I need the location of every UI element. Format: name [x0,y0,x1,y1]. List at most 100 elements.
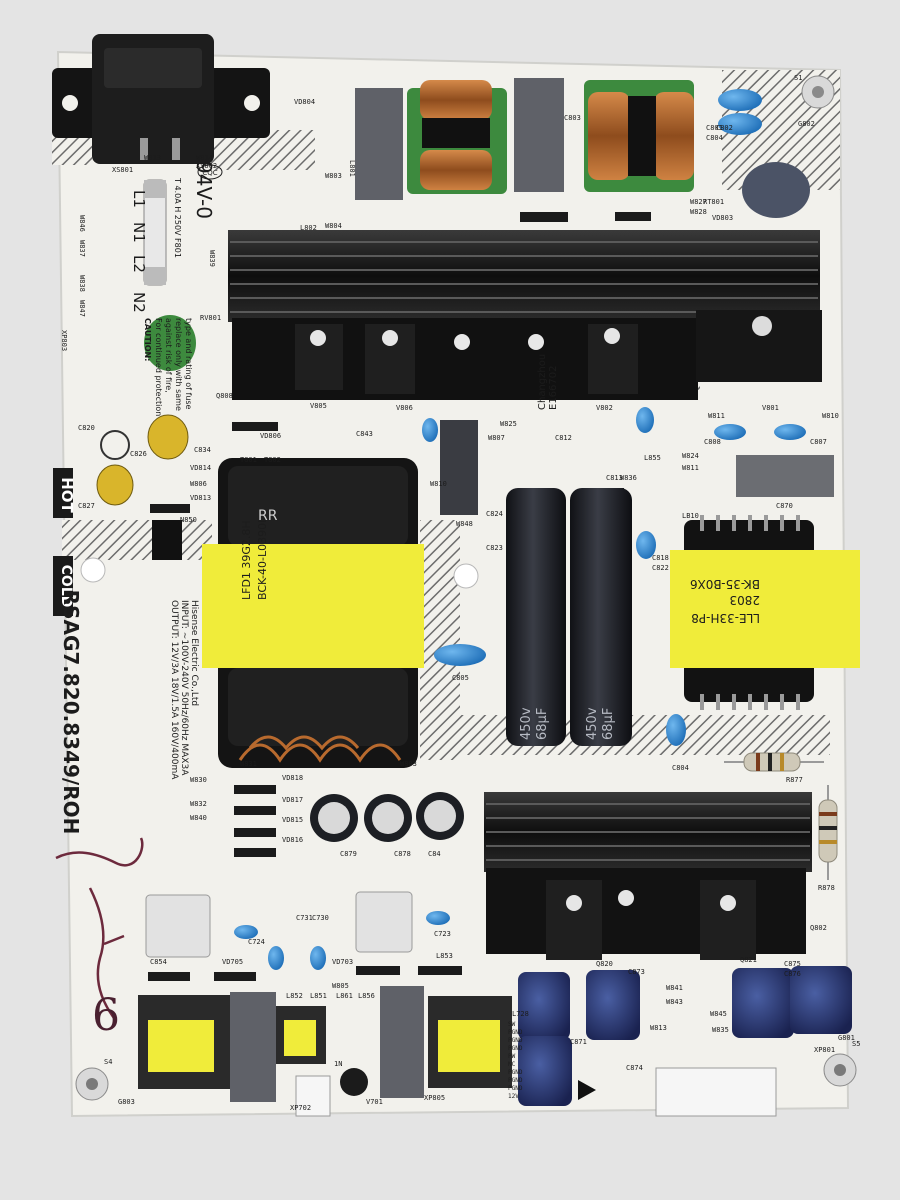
svg-text:PGND: PGND [508,1037,523,1044]
svg-text:L801: L801 [348,160,356,177]
svg-text:68μF: 68μF [601,708,616,740]
connector-xp702 [295,1075,331,1117]
blue-capacitor [774,424,806,440]
diode-row [234,785,276,857]
svg-text:VD818: VD818 [282,774,303,782]
svg-text:C879: C879 [340,850,357,858]
svg-text:For continued protection: For continued protection [154,318,163,416]
blue-capacitor [426,911,450,925]
yellow-capacitor [96,414,189,506]
svg-text:BCK-40-L0390L: BCK-40-L0390L [256,516,269,600]
svg-text:W807: W807 [488,434,505,442]
svg-text:PGND: PGND [508,1077,523,1084]
svg-text:C807: C807 [810,438,827,446]
svg-text:W827: W827 [690,198,707,206]
svg-text:Changzhou: Changzhou [537,354,548,410]
svg-text:V805: V805 [310,402,327,410]
t801-label-text: LFD1 39G2.8H BCK-40-L0390L [240,516,269,600]
caution-text: CAUTION: For continued protection agains… [143,318,193,416]
svg-text:XP805: XP805 [424,1094,445,1102]
svg-text:C803: C803 [564,114,581,122]
cold-label: COLD [58,565,74,608]
mounting-hole [80,557,106,583]
diode [148,972,190,981]
transformer-t801 [202,458,424,768]
blue-capacitor [434,644,486,666]
common-mode-choke-l801 [407,80,507,194]
svg-text:C802: C802 [716,124,733,132]
svg-text:C818: C818 [652,554,669,562]
svg-text:XP801: XP801 [814,1046,835,1054]
svg-text:against risk of fire,: against risk of fire, [164,318,173,393]
svg-text:N1: N1 [130,222,148,243]
svg-text:C808: C808 [704,438,721,446]
svg-text:V701: V701 [366,1098,383,1106]
svg-text:L802: L802 [300,224,317,232]
svg-text:XS801: XS801 [112,166,133,174]
blue-capacitor [310,946,326,970]
svg-text:C813: C813 [606,474,623,482]
svg-text:VD817: VD817 [282,796,303,804]
svg-text:C874: C874 [626,1064,643,1072]
output-connector [655,1067,777,1117]
svg-text:W832: W832 [190,800,207,808]
svg-text:W806: W806 [190,480,207,488]
svg-text:C731: C731 [296,914,313,922]
svg-text:W810: W810 [822,412,839,420]
svg-text:VD814: VD814 [190,464,211,472]
svg-text:W814: W814 [196,154,213,162]
svg-text:C875: C875 [784,960,801,968]
svg-text:L853: L853 [436,952,453,960]
svg-text:C804: C804 [706,134,723,142]
svg-text:INPUT: ~100V-240V 50Hz/60Hz MA: INPUT: ~100V-240V 50Hz/60Hz MAX3A [179,600,189,776]
svg-text:W811: W811 [708,412,725,420]
shielded-inductor [145,894,211,958]
svg-text:C834: C834 [194,446,211,454]
svg-text:type and rating of fuse: type and rating of fuse [184,318,193,410]
svg-text:VD803: VD803 [712,214,733,222]
diode [615,212,651,221]
svg-text:C822: C822 [652,564,669,572]
svg-text:E166702: E166702 [548,366,559,411]
svg-text:Q821: Q821 [740,956,757,964]
svg-text:G802: G802 [798,120,815,128]
svg-text:N850: N850 [180,516,197,524]
svg-text:OUTPUT: 12V/3A 18V/1.5A 160V/4: OUTPUT: 12V/3A 18V/1.5A 160V/400mA [169,600,179,780]
model-code: RSAG7.820.8349/ROH [59,590,83,835]
svg-text:RT801: RT801 [703,198,724,206]
svg-text:V802: V802 [596,404,613,412]
svg-text:1N: 1N [334,1060,342,1068]
svg-text:LLE-33H-P8: LLE-33H-P8 [691,611,760,625]
svg-text:W813: W813 [144,154,161,162]
svg-text:W813: W813 [650,1024,667,1032]
blue-capacitor [636,407,654,433]
transformer-t802 [670,515,860,710]
svg-text:NC: NC [508,1061,516,1068]
svg-text:W847: W847 [78,300,86,317]
svg-text:C824: C824 [486,510,503,518]
svg-text:C804: C804 [672,764,689,772]
svg-text:450v: 450v [519,707,534,740]
svg-text:C801: C801 [706,124,723,132]
blue-capacitor [422,418,438,442]
svg-text:C871: C871 [570,1038,587,1046]
svg-text:G803: G803 [118,1098,135,1106]
svg-text:C873: C873 [628,968,645,976]
svg-text:2803: 2803 [729,593,760,607]
output-capacitor [518,966,852,1106]
capacitor-print: 450v 68μF 450v 68μF [519,707,616,740]
svg-text:W840: W840 [190,814,207,822]
zone-labels: HOT COLD [53,468,76,616]
bridge-rectifier [152,520,182,560]
svg-text:C724: C724 [248,938,265,946]
svg-text:C826: C826 [130,450,147,458]
svg-text:W805: W805 [332,982,349,990]
svg-text:C823: C823 [486,544,503,552]
resistor-r877 [724,752,824,772]
bulk-capacitor [506,488,632,746]
x-capacitor [355,88,403,200]
svg-text:Q802: Q802 [810,924,827,932]
cap-outline [100,430,130,460]
svg-text:VD705: VD705 [222,958,243,966]
